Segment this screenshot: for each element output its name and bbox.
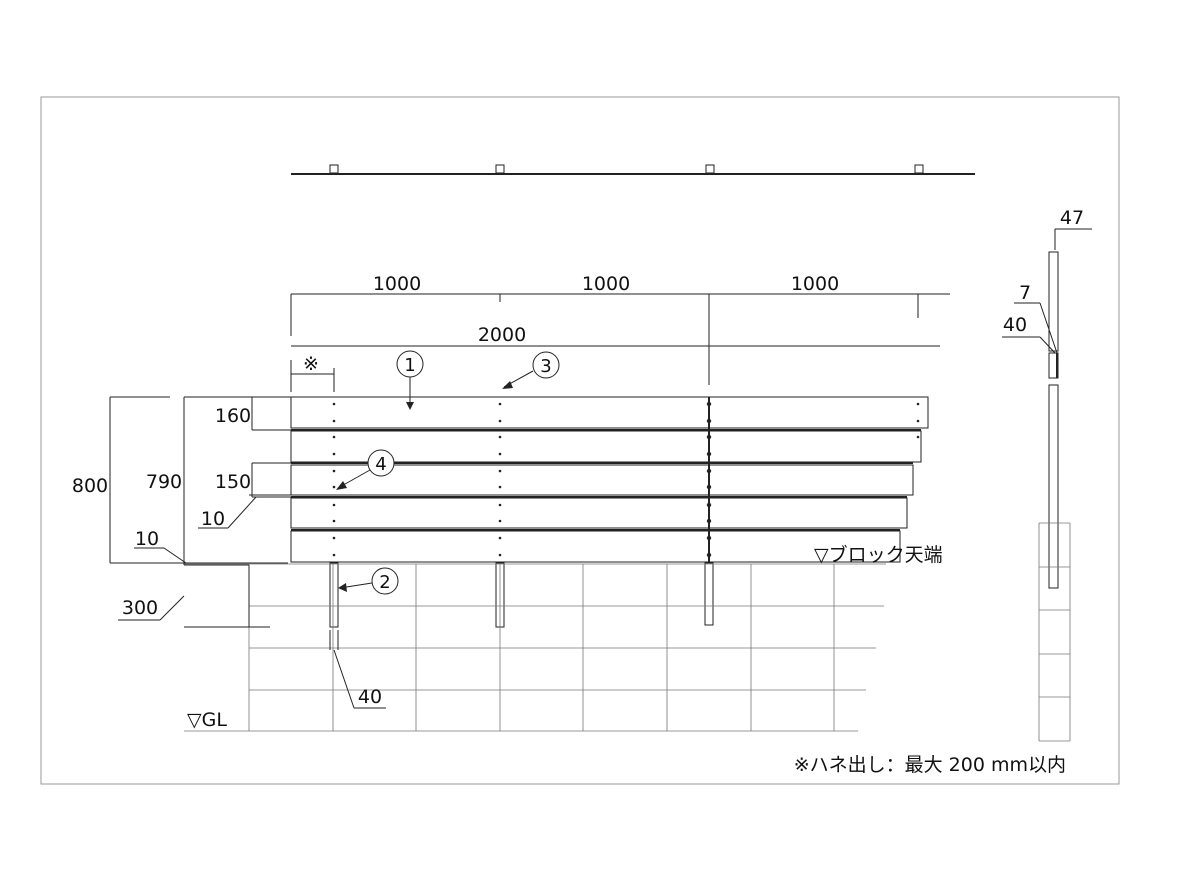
side-view: [1002, 228, 1092, 742]
post-1: [329, 562, 339, 628]
screw-dot: [498, 469, 502, 473]
side-dim-depth: 47: [1060, 207, 1084, 229]
screw-dot: [332, 469, 336, 473]
drawing-frame: [40, 96, 1120, 785]
plan-view: [291, 164, 975, 175]
screw-dot: [916, 419, 920, 423]
dim-board-std: 150: [215, 471, 251, 493]
top-dimensions: [290, 293, 950, 392]
posts: [329, 397, 714, 628]
dim-panel-height: 790: [146, 471, 182, 493]
screw-dots: [332, 401, 920, 558]
board-4: [290, 497, 908, 529]
screw-dot: [332, 536, 336, 540]
ground-level-label: ▽GL: [187, 709, 227, 731]
callout-3-label: 3: [540, 356, 551, 377]
dim-total-height: 800: [72, 475, 108, 497]
dim-span-1: 1000: [373, 273, 421, 295]
left-dimensions: [109, 396, 291, 628]
dim-embed: 300: [122, 597, 158, 619]
board-3: [290, 464, 914, 496]
side-dim-post: 40: [1003, 314, 1027, 336]
overhang-note: ※ハネ出し：最大 200 mm以内: [794, 754, 1066, 776]
screw-dot: [332, 503, 336, 507]
block-top-label: ▽ブロック天端: [814, 543, 943, 566]
screw-dot: [332, 452, 336, 456]
callout-1-label: 1: [404, 355, 415, 376]
callout-2-label: 2: [379, 572, 390, 593]
post-width-dim: [329, 630, 386, 709]
screw-dot: [498, 553, 502, 557]
overhang-mark: ※: [303, 353, 319, 375]
dim-span-3: 1000: [791, 273, 839, 295]
dim-span-2: 1000: [582, 273, 630, 295]
screw-dot: [332, 553, 336, 557]
screw-dot: [498, 519, 502, 523]
fence-boards: [290, 396, 929, 563]
screw-dot: [498, 503, 502, 507]
dim-span-total: 2000: [478, 324, 526, 346]
dim-gap: 10: [201, 508, 225, 530]
callout-4-label: 4: [375, 454, 386, 475]
dim-base-gap: 10: [135, 528, 159, 550]
screw-dot: [498, 419, 502, 423]
board-5: [290, 530, 901, 563]
screw-dot: [498, 452, 502, 456]
callout-1: [396, 350, 424, 410]
callout-2: [338, 567, 399, 595]
dim-post-width: 40: [358, 686, 382, 708]
side-dim-gap: 7: [1019, 282, 1031, 304]
screw-dot: [498, 536, 502, 540]
post-3: [704, 562, 714, 626]
screw-dot: [332, 435, 336, 439]
screw-dot: [332, 519, 336, 523]
screw-dot: [332, 419, 336, 423]
screw-dot: [916, 435, 920, 439]
screw-dot: [916, 402, 920, 406]
callout-3: [502, 351, 560, 389]
callout-4: [336, 449, 395, 490]
dim-board-top: 160: [215, 405, 251, 427]
board-1: [290, 396, 929, 429]
screw-dot: [498, 402, 502, 406]
screw-dot: [498, 435, 502, 439]
block-wall: [184, 563, 886, 732]
screw-dot: [498, 485, 502, 489]
screw-dot: [332, 485, 336, 489]
screw-dot: [332, 402, 336, 406]
